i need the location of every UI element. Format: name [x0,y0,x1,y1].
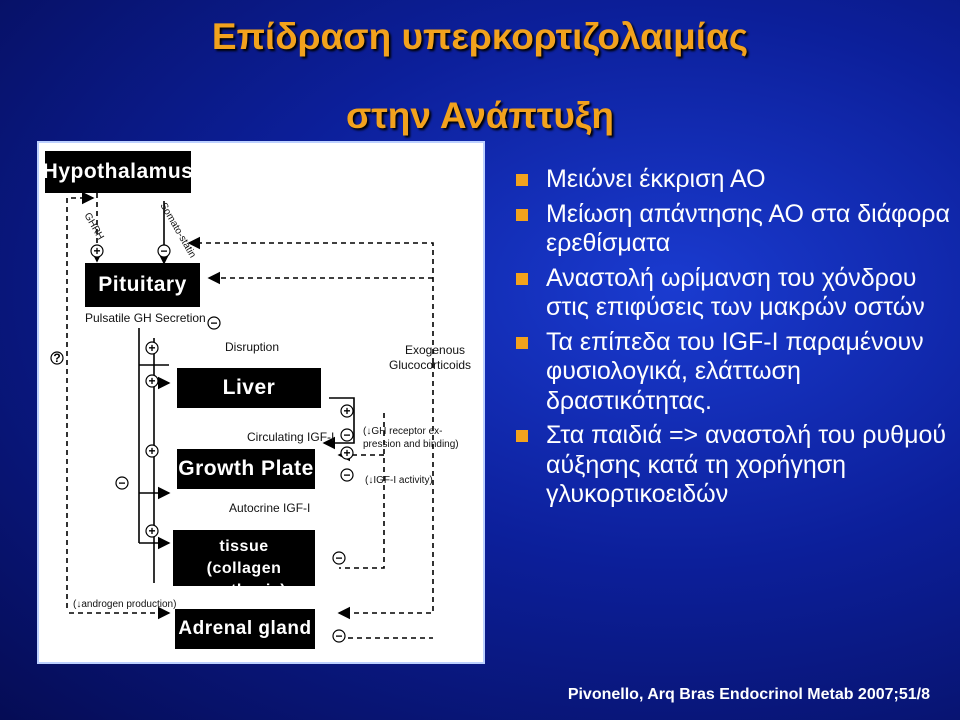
sign-minus: − [335,629,342,643]
bullet-item: Στα παιδιά => αναστολή του ρυθμού αύξηση… [514,421,954,510]
square-bullet-icon [516,430,528,442]
bullet-item: Μείωση απάντησης ΑΟ στα διάφορα ερεθίσμα… [514,200,954,259]
exogenous-label: Exogenous [405,343,466,357]
bullet-list: Μειώνει έκκριση ΑΟ Μείωση απάντησης ΑΟ σ… [514,165,954,515]
sign-minus: − [335,551,342,565]
sign-minus: − [118,476,125,490]
sign-minus: − [160,244,167,258]
hypothalamus-box: Hypothalamus [43,151,193,193]
adrenal-gland-box: Adrenal gland [175,609,315,649]
bullet-item: Τα επίπεδα του IGF-I παραμένουν φυσιολογ… [514,328,954,417]
gh-receptor-label-2: pression and binding) [363,439,459,450]
question-mark: ? [53,351,60,365]
sign-minus: − [343,468,350,482]
square-bullet-icon [516,174,528,186]
sign-plus: + [343,404,350,418]
igf-activity-label: (↓IGF-I activity) [365,475,433,486]
sign-plus: + [148,341,155,355]
glucocorticoids-label: Glucocorticoids [389,358,472,372]
growth-diagram: + − + − + + + − + − + − − − ? Hypothalam… [37,141,485,664]
circulating-igf-label: Circulating IGF-I [247,430,335,444]
square-bullet-icon [516,208,528,221]
androgen-production-label: (↓androgen production) [73,599,177,610]
sign-plus: + [93,244,100,258]
slide-title-line-1: Επίδραση υπερκορτιζολαιμίας [211,16,749,57]
autocrine-igf-label: Autocrine IGF-I [229,501,311,515]
pituitary-box: Pituitary [85,263,200,307]
liver-box: Liver [177,368,321,408]
sign-plus: + [343,446,350,460]
collagen-synthesis-label: (collagen synthesis) [201,560,287,599]
square-bullet-icon [516,336,528,349]
sign-plus: + [148,444,155,458]
sign-plus: + [148,524,155,538]
diagram-arrows: + − + − + + + − + − + − − − ? [50,191,434,643]
connective-tissue-label: Connective tissue [198,516,290,555]
disruption-label: Disruption [225,340,280,354]
bullet-item: Μειώνει έκκριση ΑΟ [514,165,954,195]
growth-plate-box: Growth Plate [177,449,315,489]
pulsatile-gh-label: Pulsatile GH Secretion [85,311,206,325]
gh-receptor-label-1: (↓GH receptor ex- [363,426,443,437]
sign-plus: + [148,374,155,388]
sign-minus: − [343,428,350,442]
bullet-item: Αναστολή ωρίμανση του χόνδρου στις επιφύ… [514,264,954,323]
square-bullet-icon [516,272,528,285]
connective-tissue-box: Connective tissue (collagen synthesis) [173,516,315,599]
citation: Pivonello, Arq Bras Endocrinol Metab 200… [567,686,930,703]
slide-title-line-2: στην Ανάπτυξη [345,95,615,136]
sign-minus: − [210,316,217,330]
